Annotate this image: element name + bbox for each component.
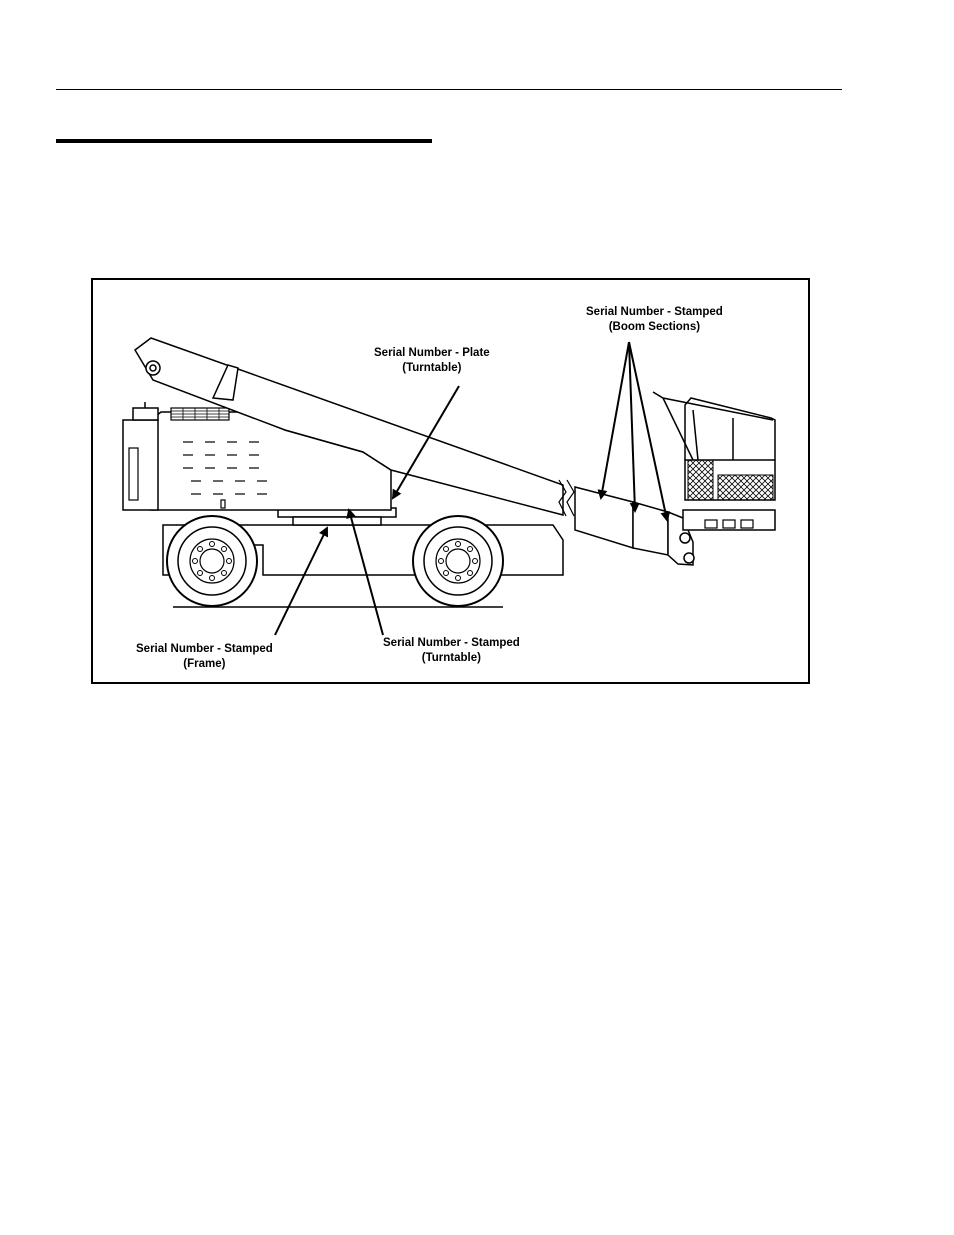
front-wheel (413, 516, 503, 606)
callout-boom-sections-line2: (Boom Sections) (586, 320, 723, 335)
callout-frame-stamped-line1: Serial Number - Stamped (136, 642, 273, 657)
callout-turntable-plate-line1: Serial Number - Plate (374, 346, 490, 361)
rear-wheel (167, 516, 257, 606)
boom-lift-illustration (93, 280, 808, 682)
arrow-boom-section-1 (601, 342, 629, 498)
callout-turntable-stamped-line2: (Turntable) (383, 651, 520, 666)
callout-turntable-stamped: Serial Number - Stamped (Turntable) (383, 636, 520, 666)
header-rule (56, 89, 842, 90)
work-platform (653, 392, 775, 530)
callout-boom-sections: Serial Number - Stamped (Boom Sections) (586, 305, 723, 335)
callout-frame-stamped: Serial Number - Stamped (Frame) (136, 642, 273, 672)
callout-turntable-plate-line2: (Turntable) (374, 361, 490, 376)
section-heading-rule (56, 139, 432, 143)
callout-boom-sections-line1: Serial Number - Stamped (586, 305, 723, 320)
serial-number-locations-figure: Serial Number - Stamped (Boom Sections) … (91, 278, 810, 684)
callout-turntable-stamped-line1: Serial Number - Stamped (383, 636, 520, 651)
callout-turntable-plate: Serial Number - Plate (Turntable) (374, 346, 490, 376)
callout-frame-stamped-line2: (Frame) (136, 657, 273, 672)
